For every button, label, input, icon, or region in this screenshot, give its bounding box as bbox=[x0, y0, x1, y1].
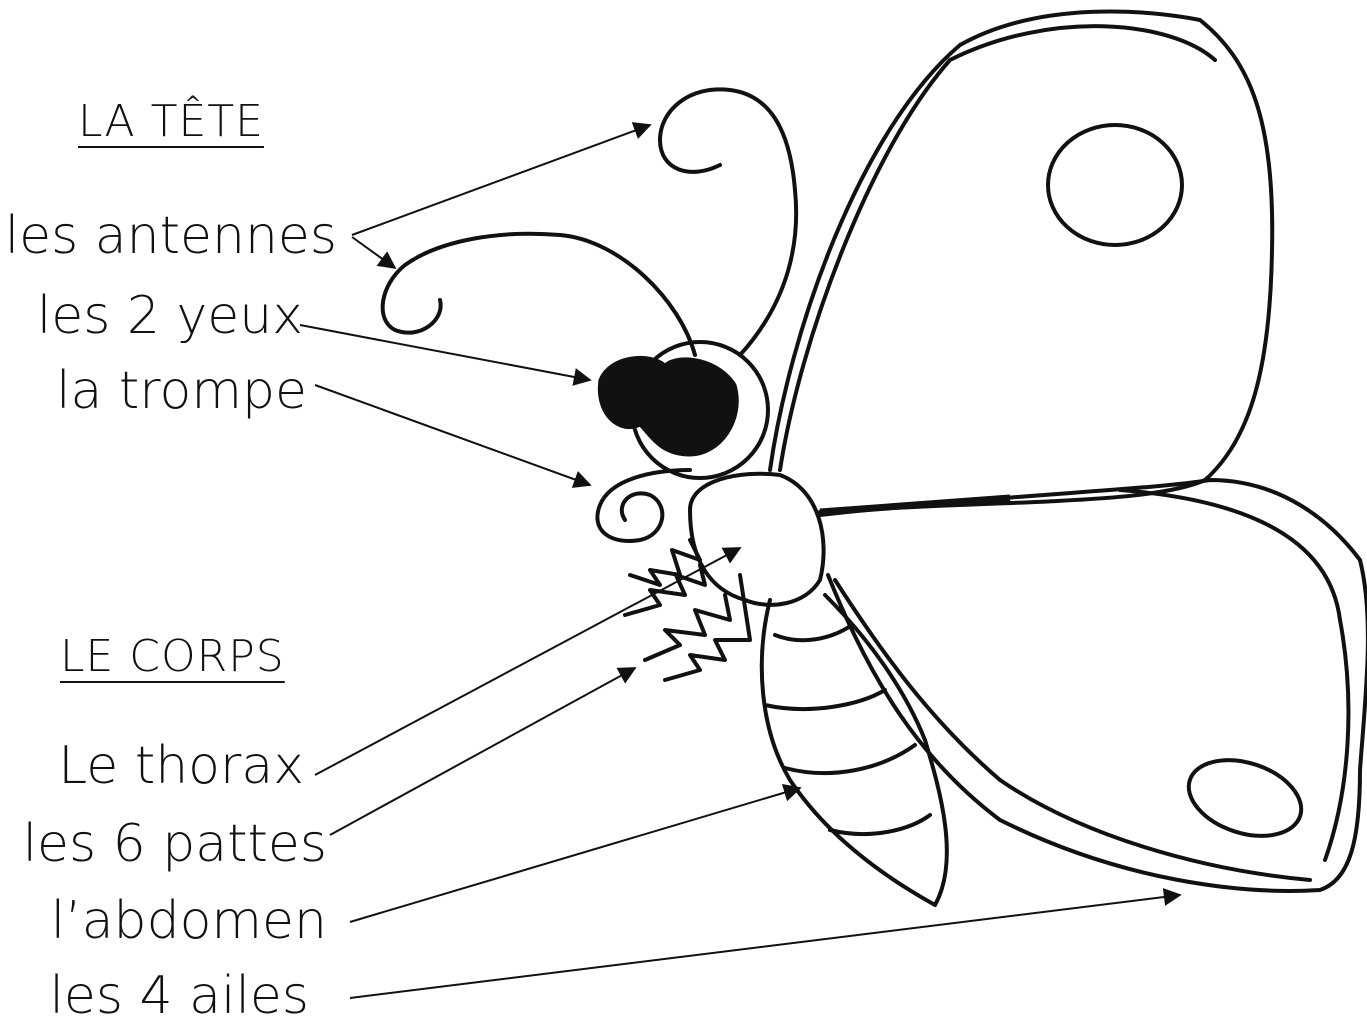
antenna-right bbox=[660, 89, 796, 355]
arrow-legs bbox=[330, 668, 635, 835]
arrow-abdomen bbox=[350, 788, 800, 922]
abdomen bbox=[762, 595, 947, 905]
arrow-wings bbox=[350, 895, 1180, 998]
label-wings: les 4 ailes bbox=[49, 970, 309, 1022]
label-proboscis: la trompe bbox=[56, 365, 307, 417]
arrow-antennae-top bbox=[352, 125, 650, 235]
upper-wing-spot bbox=[1048, 125, 1182, 245]
section-title-head: LA TÊTE bbox=[78, 100, 264, 144]
upper-wing-inner-edge bbox=[780, 26, 1215, 470]
thorax bbox=[690, 474, 824, 605]
lower-wing-spot bbox=[1179, 747, 1311, 849]
label-legs: les 6 pattes bbox=[23, 818, 327, 870]
eye-icon bbox=[599, 357, 737, 455]
antenna-left bbox=[383, 234, 695, 355]
lower-wing-inner-edge bbox=[835, 580, 1310, 880]
arrow-eyes bbox=[300, 325, 590, 380]
arrow-antennae-left bbox=[352, 237, 395, 268]
label-eyes: les 2 yeux bbox=[37, 290, 303, 342]
arrow-proboscis bbox=[315, 385, 590, 485]
label-abdomen: l’abdomen bbox=[51, 895, 327, 947]
label-thorax: Le thorax bbox=[58, 740, 304, 792]
arrow-thorax bbox=[315, 548, 740, 775]
lower-wing-inner-edge-2 bbox=[1120, 490, 1348, 860]
legs bbox=[625, 540, 750, 680]
label-antennae: les antennes bbox=[5, 210, 337, 262]
upper-wing bbox=[770, 11, 1272, 512]
section-title-body: LE CORPS bbox=[60, 635, 285, 679]
proboscis bbox=[597, 470, 690, 541]
